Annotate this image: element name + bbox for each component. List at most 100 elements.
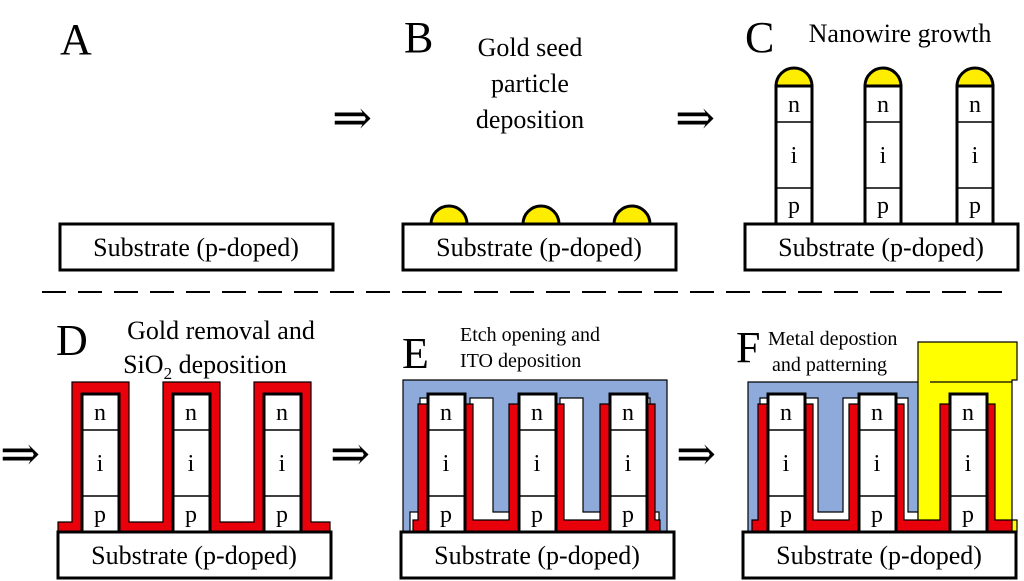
segment-n: n <box>877 92 889 118</box>
nanowire-d-1: n i p <box>80 392 121 534</box>
nanowire-e-3: n i p <box>608 392 649 534</box>
substrate-e <box>399 530 676 580</box>
segment-i: i <box>534 451 541 477</box>
segment-n: n <box>531 400 543 426</box>
gold-seed-2 <box>521 204 561 226</box>
panel-d-caption-line1: Gold removal and <box>127 316 315 345</box>
nanowire-c-1: n i p <box>774 66 814 226</box>
substrate-c-label: Substrate (p-doped) <box>778 233 984 262</box>
segment-p: p <box>780 502 792 528</box>
segment-n: n <box>780 400 792 426</box>
gold-cap <box>863 66 903 88</box>
substrate-b <box>401 222 678 272</box>
panel-c-caption: Nanowire growth <box>809 19 992 48</box>
nanowire-e-1: n i p <box>426 392 467 534</box>
substrate-d-label: Substrate (p-doped) <box>91 541 297 570</box>
arrow-d-e: ⇒ <box>330 428 370 481</box>
nanowire-body <box>608 392 649 534</box>
arrow-b-c: ⇒ <box>675 92 715 145</box>
sio2-layer <box>412 403 661 533</box>
arrow-a-b: ⇒ <box>332 92 372 145</box>
panel-c: C Nanowire growth n i p n i p n i <box>743 13 1020 272</box>
nanowire-body <box>426 392 467 534</box>
panel-d: D Gold removal and SiO2 deposition n i p… <box>56 316 333 580</box>
substrate-c <box>743 222 1020 272</box>
segment-p: p <box>440 502 452 528</box>
segment-p: p <box>94 502 106 528</box>
substrate-f-label: Substrate (p-doped) <box>776 541 982 570</box>
segment-i: i <box>625 451 632 477</box>
segment-n: n <box>94 400 106 426</box>
segment-i: i <box>965 451 972 477</box>
panel-d-letter: D <box>56 316 88 365</box>
substrate-d <box>56 530 333 580</box>
panel-e-caption-line2: ITO deposition <box>460 350 581 372</box>
panel-d-caption-line2: SiO2 deposition <box>123 350 287 383</box>
panel-a: A Substrate (p-doped) <box>58 15 335 272</box>
nanowire-d-2: n i p <box>171 392 212 534</box>
substrate-b-label: Substrate (p-doped) <box>436 233 642 262</box>
segment-i: i <box>880 143 887 169</box>
panel-b: B Gold seed particle deposition Substrat… <box>401 13 678 272</box>
segment-p: p <box>622 502 634 528</box>
panel-b-caption-line1: Gold seed <box>478 33 583 62</box>
panel-c-letter: C <box>745 13 774 62</box>
segment-i: i <box>443 451 450 477</box>
panel-f-letter: F <box>736 323 760 372</box>
segment-n: n <box>962 400 974 426</box>
segment-n: n <box>871 400 883 426</box>
segment-p: p <box>788 193 800 219</box>
panel-f-caption-line2: and patterning <box>772 354 887 376</box>
segment-n: n <box>788 92 800 118</box>
segment-n: n <box>440 400 452 426</box>
sio2-layer <box>751 403 1013 533</box>
nanowire-d-3: n i p <box>262 392 303 534</box>
segment-i: i <box>188 451 195 477</box>
segment-i: i <box>972 143 979 169</box>
nanowire-body <box>517 392 558 534</box>
nanowire-body <box>171 392 212 534</box>
nanowire-f-1: n i p <box>766 392 807 534</box>
substrate-e-label: Substrate (p-doped) <box>434 541 640 570</box>
substrate-a <box>58 222 335 272</box>
arrow-c-d: ⇒ <box>0 428 40 481</box>
nanowire-body <box>857 392 898 534</box>
panel-a-letter: A <box>60 15 92 64</box>
nanowire-body <box>262 392 303 534</box>
gold-cap <box>774 66 814 88</box>
panel-f-caption-line1: Metal depostion <box>768 328 897 350</box>
panel-e-caption-line1: Etch opening and <box>460 324 600 346</box>
substrate-f <box>741 530 1018 580</box>
panel-e-letter: E <box>402 329 429 378</box>
segment-p: p <box>969 193 981 219</box>
panel-b-caption-line2: particle <box>491 69 569 98</box>
segment-p: p <box>877 193 889 219</box>
segment-n: n <box>276 400 288 426</box>
panel-b-caption-line3: deposition <box>476 105 584 134</box>
segment-p: p <box>871 502 883 528</box>
segment-p: p <box>962 502 974 528</box>
nanowire-body <box>955 84 995 226</box>
gold-cap <box>955 66 995 88</box>
segment-p: p <box>531 502 543 528</box>
nanowire-f-3: n i p <box>948 392 989 534</box>
arrow-e-f: ⇒ <box>676 428 716 481</box>
segment-i: i <box>279 451 286 477</box>
segment-i: i <box>791 143 798 169</box>
segment-i: i <box>783 451 790 477</box>
segment-p: p <box>185 502 197 528</box>
substrate-a-label: Substrate (p-doped) <box>93 233 299 262</box>
segment-n: n <box>622 400 634 426</box>
nanowire-f-2: n i p <box>857 392 898 534</box>
nanowire-body <box>80 392 121 534</box>
nanowire-body <box>948 392 989 534</box>
panel-b-letter: B <box>404 13 433 62</box>
segment-i: i <box>874 451 881 477</box>
segment-p: p <box>276 502 288 528</box>
segment-n: n <box>969 92 981 118</box>
gold-seed-1 <box>429 204 469 226</box>
segment-i: i <box>97 451 104 477</box>
panel-f: F Metal depostion and patterning n i p n… <box>736 323 1018 580</box>
